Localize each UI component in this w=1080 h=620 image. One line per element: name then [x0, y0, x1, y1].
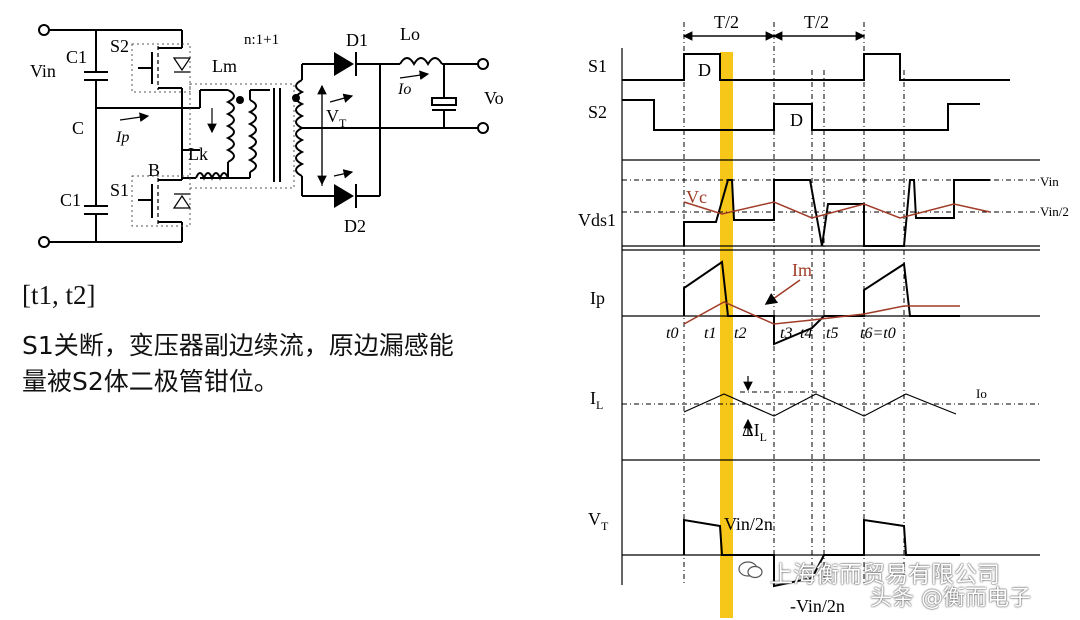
label-t4: t4 [800, 325, 812, 342]
primary-dot [236, 96, 244, 104]
label-row-il: IL [590, 388, 603, 412]
vo-top-terminal [477, 58, 489, 70]
label-t6: t6=t0 [860, 325, 896, 342]
label-d1: D1 [346, 30, 368, 50]
label-half-period-2: T/2 [804, 12, 829, 32]
s2-waveform [622, 99, 980, 131]
label-ratio: n:1+1 [244, 32, 279, 48]
label-vin: Vin [30, 61, 56, 81]
vin-bottom-terminal [38, 236, 50, 248]
timing-diagram: T/2 T/2 S1 D S2 D Vds1 Vc Vin Vin/2 Ip [578, 12, 1069, 618]
d1-diode [334, 52, 357, 76]
watermark-company: 上海衡而贸易有限公司 [770, 562, 1000, 588]
label-io-level: Io [976, 386, 987, 401]
vc-waveform [683, 201, 991, 219]
secondary-dot [292, 94, 300, 102]
label-delta-il: ΔIL [742, 420, 767, 444]
lm-inductor [225, 89, 235, 163]
label-vin-level: Vin [1040, 174, 1059, 189]
label-half-period-1: T/2 [714, 12, 739, 32]
transformer-primary [247, 99, 257, 173]
s1-waveform [622, 53, 1010, 81]
label-t3: t3 [780, 325, 792, 342]
il-waveform [683, 393, 957, 417]
wechat-icon [738, 561, 763, 579]
ip-waveform [683, 260, 960, 346]
label-c1-top: C1 [66, 47, 87, 67]
s1-mosfet [131, 175, 192, 227]
label-vin-half-level: Vin/2 [1040, 204, 1069, 219]
label-row-s2: S2 [588, 102, 607, 122]
label-im: Im [792, 260, 812, 280]
label-d2: D2 [344, 216, 366, 236]
watermark-account: 头条 @衡而电子 [870, 586, 1031, 611]
label-lk: Lk [188, 144, 208, 164]
label-vc: Vc [686, 187, 707, 207]
d2-diode [334, 184, 357, 208]
label-vt-pos: Vin/2n [724, 514, 773, 534]
label-t2: t2 [734, 325, 746, 342]
label-c1-bottom: C1 [60, 190, 81, 210]
label-row-ip: Ip [590, 288, 605, 308]
label-d-s2: D [790, 110, 803, 130]
vin-top-terminal [38, 24, 50, 36]
label-row-s1: S1 [588, 56, 607, 76]
label-vt: VT [326, 106, 347, 130]
vt-waveform [683, 518, 960, 588]
label-node-c: C [72, 118, 84, 138]
label-row-vt: VT [588, 509, 609, 533]
label-io: Io [397, 81, 411, 98]
lo-inductor [399, 57, 443, 66]
label-d-s1: D [698, 60, 711, 80]
s2-mosfet [131, 43, 192, 93]
description-line-2: 量被S2体二极管钳位。 [22, 367, 279, 396]
im-waveform [683, 301, 960, 325]
description-line-1: S1关断，变压器副边续流，原边漏感能 [22, 331, 454, 360]
label-t0: t0 [666, 325, 678, 342]
label-node-b: B [148, 160, 160, 180]
label-lm: Lm [212, 56, 237, 76]
label-t5: t5 [826, 325, 838, 342]
label-vo: Vo [484, 88, 504, 108]
output-capacitor [431, 97, 457, 106]
label-vt-neg: -Vin/2n [790, 596, 845, 616]
label-s1: S1 [110, 180, 129, 200]
label-s2: S2 [110, 36, 129, 56]
circuit-schematic: Vin C1 C1 C B S2 S1 Lm Lk n:1+1 D1 D2 Lo… [30, 24, 504, 248]
label-ip: Ip [115, 129, 129, 146]
label-row-vds1: Vds1 [578, 210, 616, 230]
vds1-waveform [683, 179, 990, 247]
description: S1关断，变压器副边续流，原边漏感能 量被S2体二极管钳位。 [22, 328, 562, 400]
vo-bottom-terminal [477, 122, 489, 134]
interval-label: [t1, t2] [22, 280, 96, 310]
label-lo: Lo [400, 24, 420, 44]
label-t1: t1 [704, 325, 716, 342]
